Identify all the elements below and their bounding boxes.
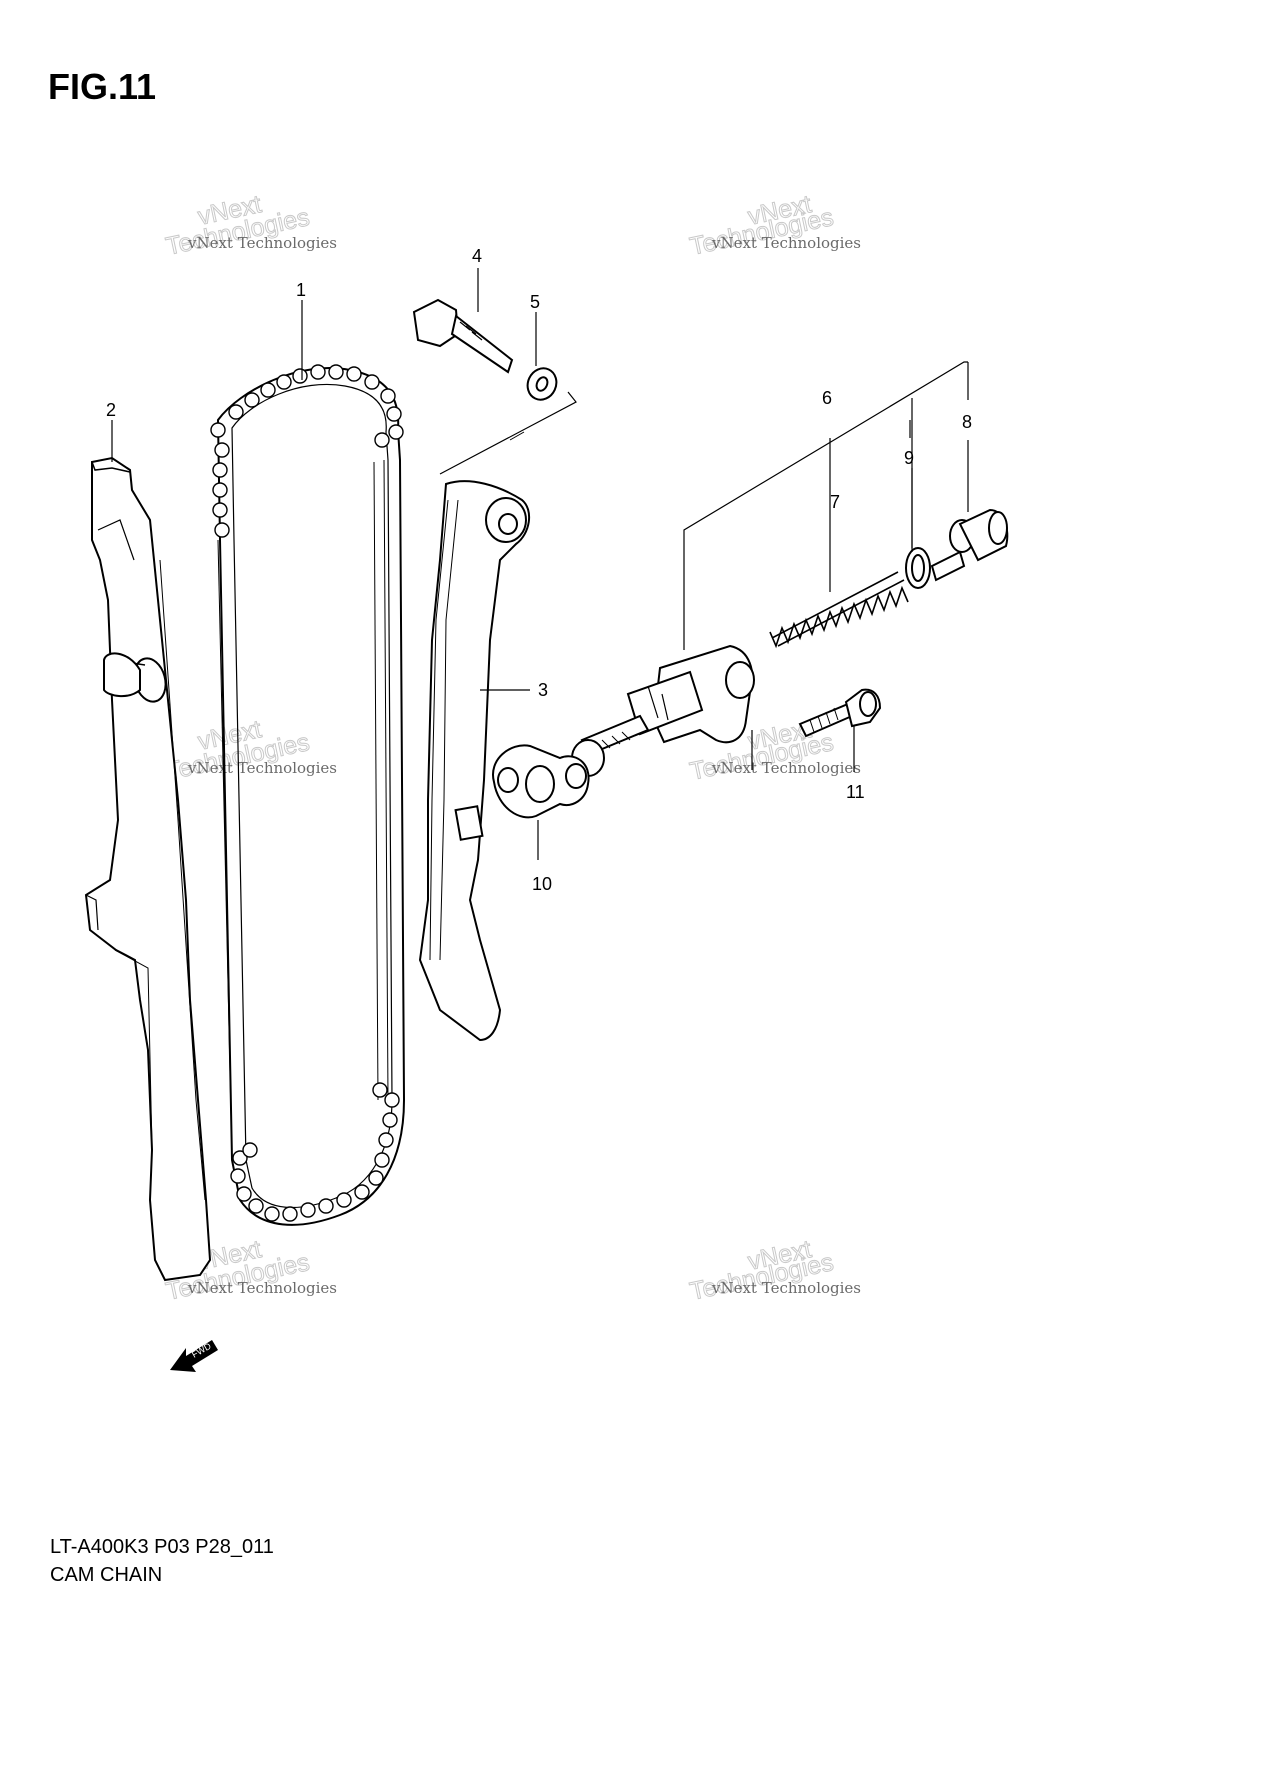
part-washer[interactable]: [523, 364, 562, 405]
bracket-line: [439, 391, 577, 475]
callout-11: 11: [846, 782, 865, 802]
part-cam-chain-guide[interactable]: [86, 458, 210, 1280]
callout-9: 9: [904, 448, 914, 468]
part-cam-chain-tensioner[interactable]: [420, 481, 529, 1040]
callout-1: 1: [296, 280, 306, 300]
watermark-top-right: vNext Technologies vNext Technologies: [687, 190, 861, 262]
part-tensioner-adjuster[interactable]: [572, 646, 754, 776]
watermark-line2: vNext Technologies: [187, 234, 337, 252]
part-o-ring[interactable]: [906, 548, 930, 588]
part-plug[interactable]: [932, 510, 1007, 580]
callout-5: 5: [530, 292, 540, 312]
figure-title: FIG.11: [48, 66, 157, 107]
fwd-arrow: FWD: [170, 1340, 218, 1372]
part-bolt-upper[interactable]: [414, 300, 512, 372]
watermark-line2: vNext Technologies: [711, 759, 861, 777]
bracket-tick: [509, 431, 525, 441]
callout-2: 2: [106, 400, 116, 420]
watermark-line2: vNext Technologies: [711, 1279, 861, 1297]
callout-8: 8: [962, 412, 972, 432]
diagram-code: LT-A400K3 P03 P28_011: [50, 1536, 274, 1558]
watermark-line2: vNext Technologies: [711, 234, 861, 252]
leader-lines: [111, 268, 969, 860]
watermark-line2: vNext Technologies: [187, 1279, 337, 1297]
callout-6: 6: [822, 388, 832, 408]
watermark-bottom-right: vNext Technologies vNext Technologies: [687, 1235, 861, 1307]
watermark-line2: vNext Technologies: [187, 759, 337, 777]
part-gasket[interactable]: [493, 745, 589, 817]
part-spring[interactable]: [770, 572, 908, 646]
part-bolt-lower[interactable]: [800, 690, 880, 736]
callout-4: 4: [472, 246, 482, 266]
diagram-name: CAM CHAIN: [50, 1564, 163, 1586]
watermark-top-left: vNext Technologies vNext Technologies: [163, 190, 337, 262]
callout-3: 3: [538, 680, 548, 700]
watermark-mid-left: vNext Technologies vNext Technologies: [163, 715, 337, 787]
part-cam-chain[interactable]: [211, 365, 404, 1225]
callout-7: 7: [830, 492, 840, 512]
callout-10: 10: [532, 874, 552, 894]
